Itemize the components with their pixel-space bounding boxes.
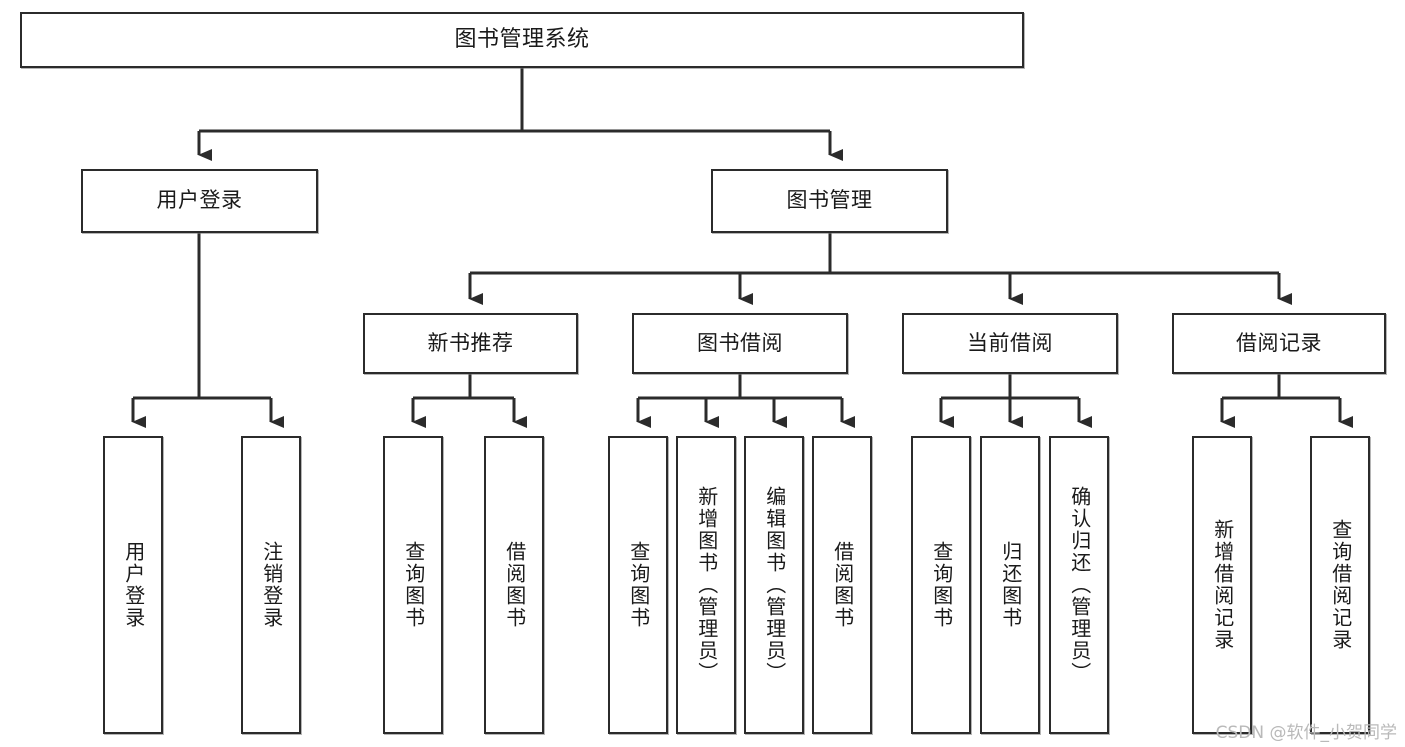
node-borrow-record[interactable]: 借阅记录	[1172, 313, 1386, 374]
node-label: 当前借阅	[967, 330, 1053, 355]
node-book-management-system[interactable]: 图书管理系统	[20, 12, 1024, 68]
node-label: 新增图书（管理员）	[694, 486, 719, 684]
node-label: 查询借阅记录	[1328, 519, 1353, 651]
node-label: 借阅图书	[502, 541, 527, 629]
node-label: 注销登录	[259, 541, 284, 629]
node-label: 用户登录	[121, 541, 146, 629]
node-book-borrow[interactable]: 图书借阅	[632, 313, 848, 374]
node-label: 借阅记录	[1236, 330, 1322, 355]
leaf-query-book-current[interactable]: 查询图书	[911, 436, 971, 734]
leaf-confirm-return[interactable]: 确认归还（管理员）	[1049, 436, 1109, 734]
node-new-book-recommend[interactable]: 新书推荐	[363, 313, 578, 374]
node-label: 图书管理	[786, 188, 873, 213]
leaf-borrow-book-recommend[interactable]: 借阅图书	[484, 436, 544, 734]
node-label: 图书借阅	[697, 330, 783, 355]
leaf-return-book[interactable]: 归还图书	[980, 436, 1040, 734]
node-label: 查询图书	[401, 541, 426, 629]
node-label: 借阅图书	[830, 541, 855, 629]
node-label: 新增借阅记录	[1210, 519, 1235, 651]
node-book-manage[interactable]: 图书管理	[711, 169, 948, 233]
leaf-user-login[interactable]: 用户登录	[103, 436, 163, 734]
node-label: 图书管理系统	[454, 26, 590, 52]
leaf-query-book-recommend[interactable]: 查询图书	[383, 436, 443, 734]
node-label: 归还图书	[998, 541, 1023, 629]
node-label: 查询图书	[626, 541, 651, 629]
node-user-login[interactable]: 用户登录	[81, 169, 318, 233]
leaf-borrow-book[interactable]: 借阅图书	[812, 436, 872, 734]
leaf-query-book-borrow[interactable]: 查询图书	[608, 436, 668, 734]
node-label: 确认归还（管理员）	[1067, 486, 1092, 684]
node-label: 编辑图书（管理员）	[762, 486, 787, 684]
node-label: 新书推荐	[427, 330, 514, 355]
leaf-add-borrow-record[interactable]: 新增借阅记录	[1192, 436, 1252, 734]
leaf-edit-book[interactable]: 编辑图书（管理员）	[744, 436, 804, 734]
leaf-query-borrow-record[interactable]: 查询借阅记录	[1310, 436, 1370, 734]
watermark: CSDN @软件_小贺同学	[1215, 723, 1397, 743]
leaf-add-book[interactable]: 新增图书（管理员）	[676, 436, 736, 734]
node-label: 查询图书	[929, 541, 954, 629]
leaf-logout-login[interactable]: 注销登录	[241, 436, 301, 734]
node-current-borrow[interactable]: 当前借阅	[902, 313, 1118, 374]
node-label: 用户登录	[156, 188, 243, 213]
